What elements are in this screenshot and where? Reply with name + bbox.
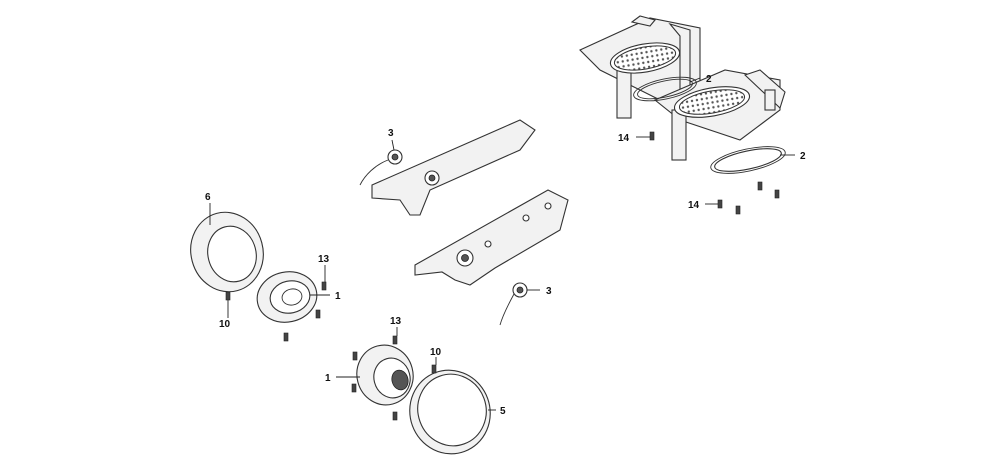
speaker-front-lower-1: [356, 344, 414, 406]
callout-14b: 14: [688, 200, 700, 211]
pillar-trim-lower: [414, 189, 569, 286]
gasket-upper: [633, 76, 697, 102]
callout-labels: 6 13 1 10 3 3 2 2 14 14 13 10 1 5: [205, 74, 806, 417]
callout-13b: 13: [390, 316, 402, 327]
speaker-front-1: [256, 271, 318, 323]
callout-3b: 3: [546, 286, 552, 297]
callout-2a: 2: [706, 74, 712, 85]
tweeter-lower: [499, 282, 528, 326]
callout-6: 6: [205, 192, 211, 203]
callout-13a: 13: [318, 254, 330, 265]
speaker-grille-lower: [678, 89, 746, 115]
rear-speaker-bracket-upper: [579, 15, 701, 119]
screws-lower: [351, 335, 437, 421]
callout-1a: 1: [335, 291, 341, 302]
callout-5: 5: [500, 406, 506, 417]
callout-10a: 10: [219, 319, 231, 330]
leader-lines: [209, 77, 795, 411]
pillar-trim-upper: [371, 119, 536, 216]
callout-3a: 3: [388, 128, 394, 139]
speaker-grille-upper: [613, 45, 677, 71]
speaker-grille-cover-5: [409, 369, 491, 455]
tweeter-upper: [359, 149, 403, 186]
screws-14: [649, 131, 780, 215]
callout-10b: 10: [430, 347, 442, 358]
gasket-lower: [710, 146, 786, 174]
callout-1b: 1: [325, 373, 331, 384]
rear-speaker-bracket-lower: [653, 69, 786, 161]
callout-2b: 2: [800, 151, 806, 162]
speaker-adapter-ring-6: [190, 211, 264, 293]
callout-14a: 14: [618, 133, 630, 144]
